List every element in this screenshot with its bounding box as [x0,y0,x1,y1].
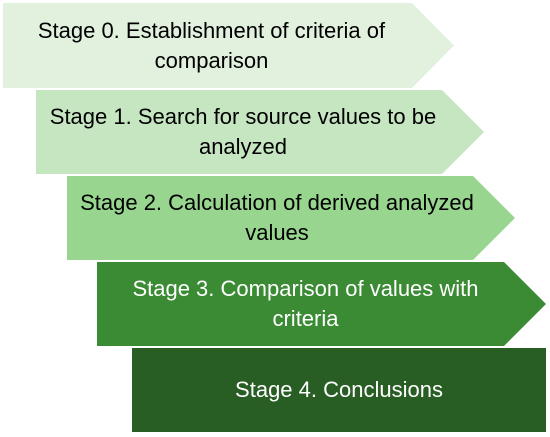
stage-2-label: Stage 2. Calculation of derived analyzed… [80,190,474,245]
stage-0-label: Stage 0. Establishment of criteria of co… [37,17,386,73]
stage-4-label: Stage 4. Conclusions [235,377,443,402]
stage-3-label: Stage 3. Comparison of values with crite… [132,276,479,331]
stage-4-box: Stage 4. Conclusions [132,348,546,432]
stage-3-arrow: Stage 3. Comparison of values with crite… [97,262,546,346]
stage-2-arrow: Stage 2. Calculation of derived analyzed… [67,176,515,260]
stage-0-arrow: Stage 0. Establishment of criteria of co… [3,3,454,88]
stage-1-label: Stage 1. Search for source values to be … [49,104,437,159]
stage-1-arrow: Stage 1. Search for source values to be … [36,90,484,174]
